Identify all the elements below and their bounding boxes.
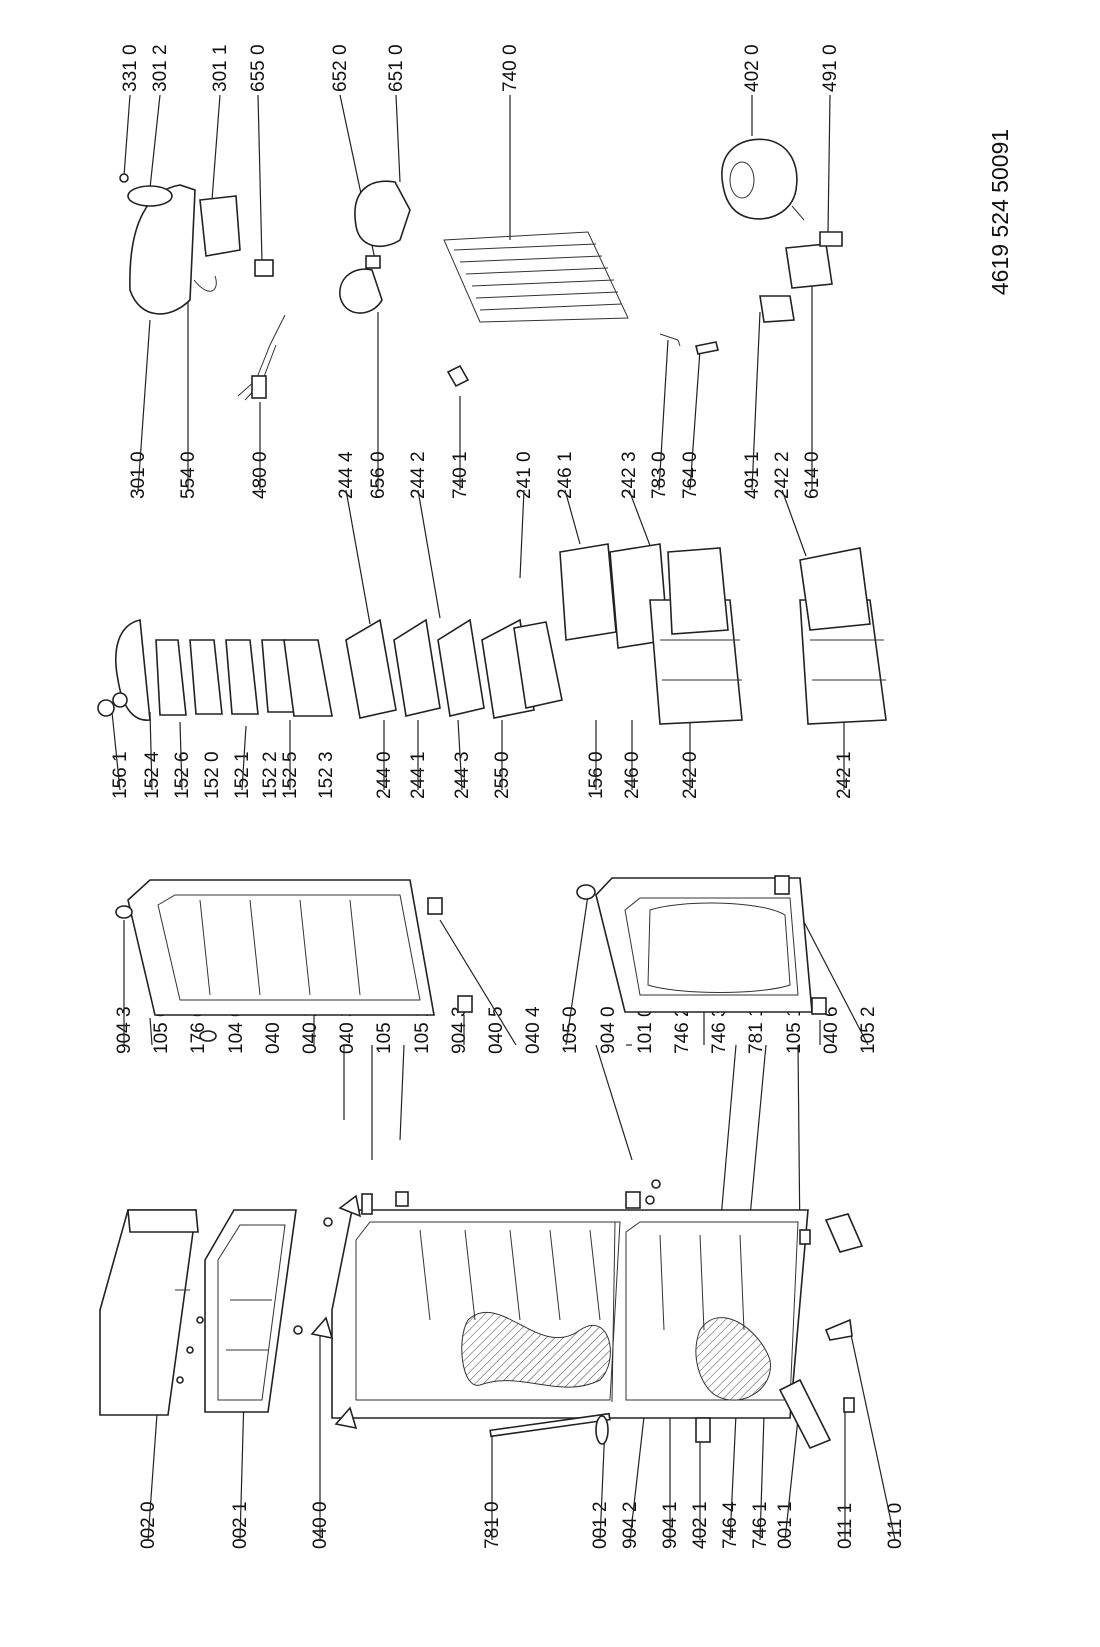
lid-top-panel [99,1209,204,1416]
part-number-label: 152 4 [142,751,163,799]
label-row-upper-middle: 904 3 105 0 176 0 104 0 040 1 040 2 040 3 105 1… [114,1006,879,1054]
document-code: 4619 524 50091 [987,129,1013,295]
part-number-label: 105 2 [412,1006,433,1054]
part-number-label: 746 3 [709,1006,730,1054]
compressor [721,138,843,323]
part-number-label: 904 0 [598,1006,619,1054]
part-number-label: 301 2 [150,44,171,92]
part-number-label: 904 2 [620,1501,641,1549]
part-number-label: 040 1 [263,1006,284,1054]
hardware-fasteners [293,1179,864,1445]
part-number-label: 176 0 [188,1006,209,1054]
part-number-label: 904 3 [449,1006,470,1054]
part-number-label: 246 1 [555,451,576,499]
part-number-label: 152 6 [172,751,193,799]
upper-door [115,879,473,1042]
part-number-label: 402 0 [742,44,763,92]
wiring-harness [237,259,286,401]
part-number-label: 655 0 [248,44,269,92]
part-number-label: 105 0 [560,1006,581,1054]
part-number-label: 011 0 [885,1503,906,1549]
part-number-label: 105 1 [784,1006,805,1054]
part-number-label: 105 2 [858,1006,879,1054]
control-housing [119,173,241,315]
part-number-label: 104 0 [226,1006,247,1054]
part-number-label: 301 1 [210,44,231,92]
part-number-label: 040 2 [300,1006,321,1054]
part-number-label: 001 1 [775,1501,796,1549]
part-number-label: 740 0 [500,44,521,92]
door-shelves [97,619,333,721]
part-number-label: 781 1 [746,1006,767,1054]
part-number-label: 244 2 [408,451,429,499]
part-number-label: 651 0 [386,44,407,92]
part-number-label: 156 1 [110,751,131,799]
part-number-label: 105 1 [374,1006,395,1054]
wire-shelves [345,618,535,719]
part-number-label: 105 0 [151,1006,172,1054]
condenser-coil [443,231,719,388]
part-number-label: 242 3 [619,451,640,499]
part-number-label: 652 0 [330,44,351,92]
part-number-label: 491 0 [820,44,841,92]
part-number-label: 331 0 [120,44,141,92]
part-number-label: 241 0 [514,451,535,499]
part-number-label: 040 6 [821,1006,842,1054]
part-number-label: 040 3 [337,1006,358,1054]
part-number-label: 040 5 [486,1006,507,1054]
lid-frame-panel [204,1209,297,1413]
part-number-label: 746 2 [672,1006,693,1054]
part-number-label: 040 4 [523,1006,544,1054]
freezer-baskets [513,543,887,725]
air-duct [339,180,411,314]
part-number-label: 152 2 [260,751,281,799]
part-number-label: 152 3 [316,751,337,799]
part-number-label: 101 0 [635,1006,656,1054]
part-number-label: 152 0 [202,751,223,799]
label-row-top: 331 0 301 2 301 1 655 0 652 0 651 0 740 0 402 0… [120,44,841,92]
cabinet-body [331,1209,832,1450]
lower-door [576,875,827,1015]
part-number-label: 244 3 [452,751,473,799]
part-number-label: 242 2 [772,451,793,499]
part-number-label: 244 4 [336,451,357,499]
